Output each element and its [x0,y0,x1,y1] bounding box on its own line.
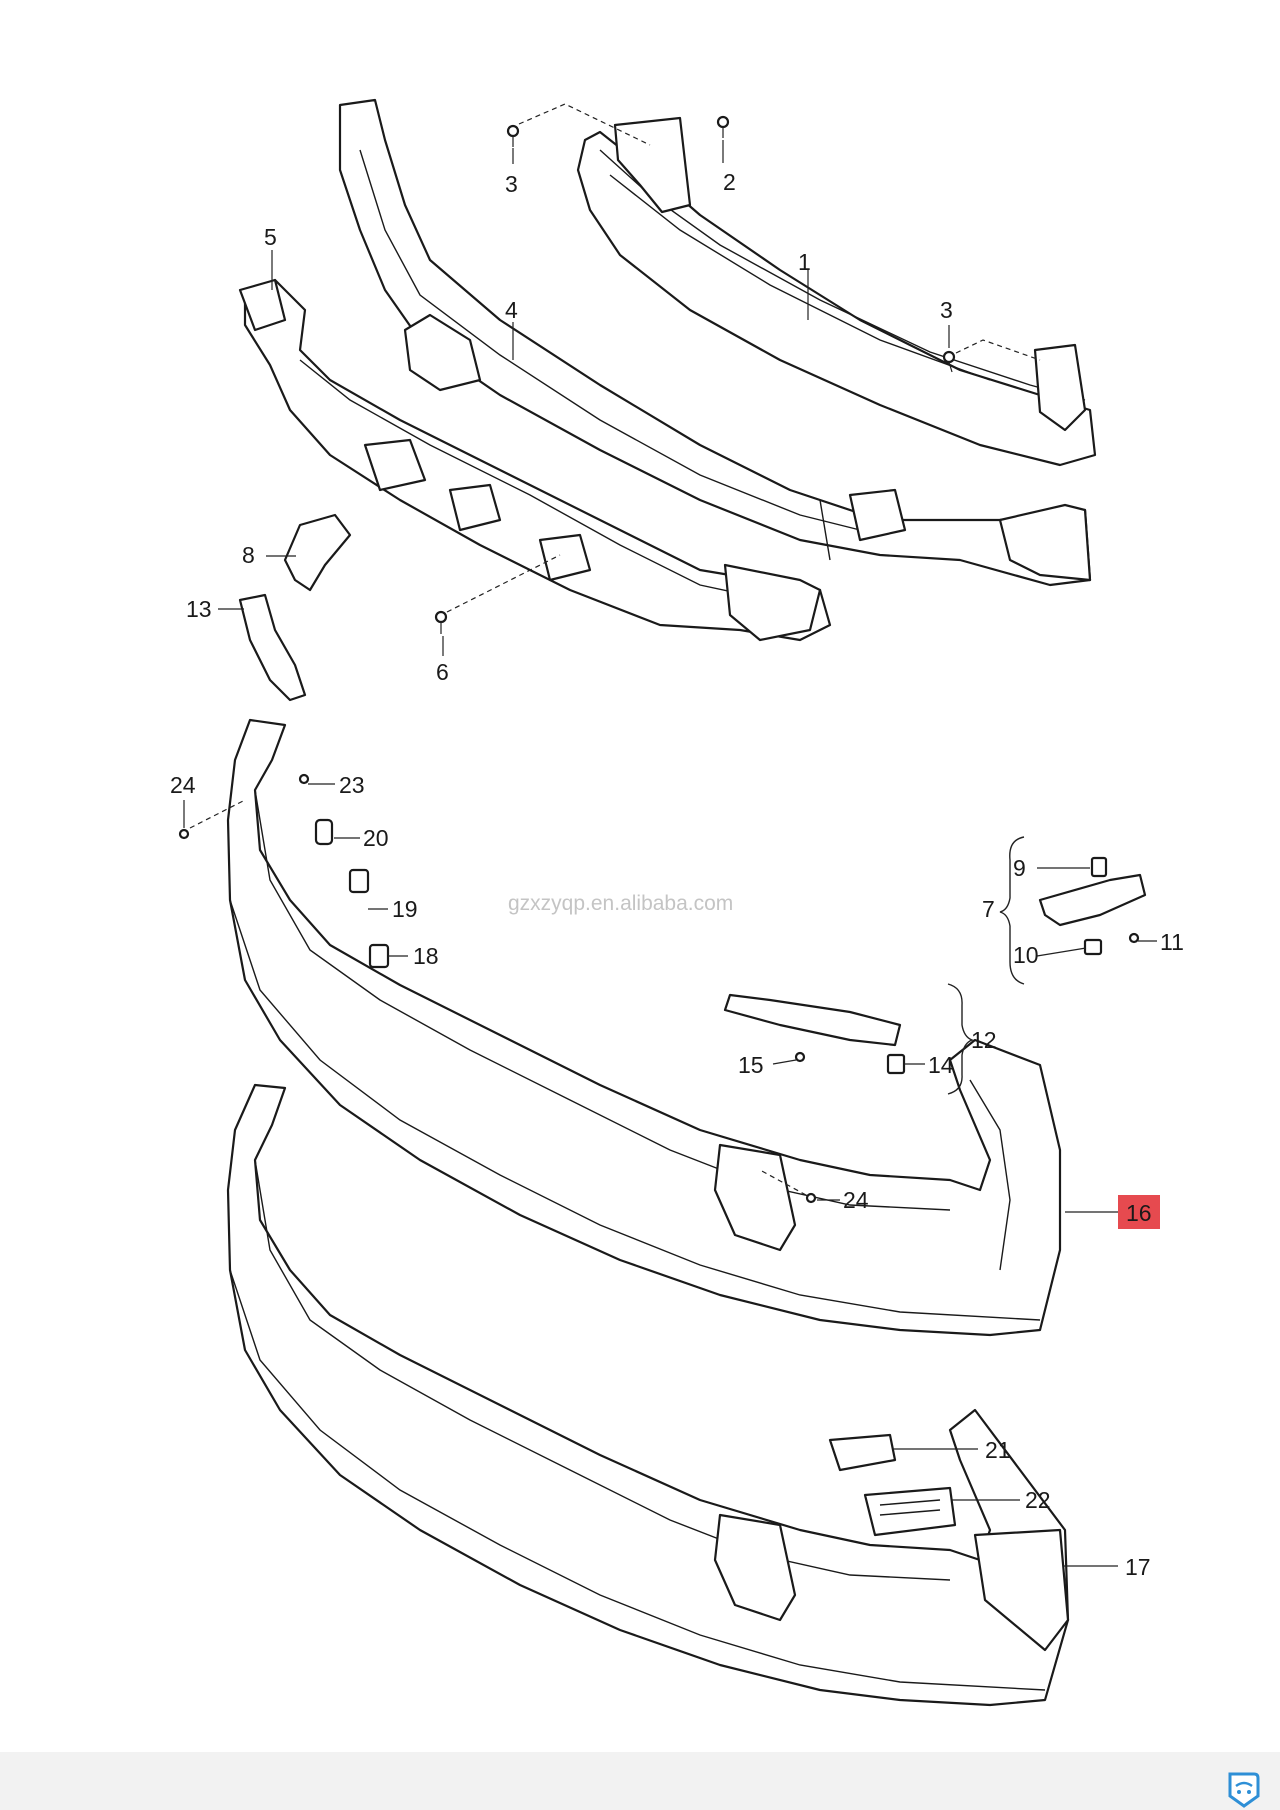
part-22-grille [863,1486,957,1537]
part-10-nut [1083,938,1103,956]
callout-12: 12 [971,1027,997,1053]
part-14-nut [886,1053,906,1075]
callout-13: 13 [186,596,212,622]
callout-10: 10 [1013,942,1039,968]
screw-icon [805,1192,817,1204]
part-1-impact-bar [576,116,1097,467]
callout-1: 1 [798,249,811,275]
callout-16-box [1118,1195,1160,1229]
callout-3a: 3 [505,171,518,197]
callout-19: 19 [392,896,418,922]
screw-icon [298,773,310,785]
callout-20: 20 [363,825,389,851]
part-13-bracket [238,593,307,702]
part-17-bumper-cover [226,1083,1070,1707]
callout-15: 15 [738,1052,764,1078]
part-18-clip [368,943,390,969]
part-19-clip [348,868,370,894]
callout-7: 7 [982,896,995,922]
screw-icon [794,1051,806,1063]
assembly-lines [189,103,1041,1196]
callout-16-highlight: 16 [1118,1195,1160,1229]
screw-icon [942,350,956,373]
callout-21: 21 [985,1437,1011,1463]
screw-icon [434,610,448,634]
callout-5: 5 [264,224,277,250]
part-20-clip [314,818,334,846]
callout-22: 22 [1025,1487,1051,1513]
callout-4: 4 [505,297,518,323]
part-4-energy-absorber [338,98,1092,587]
callout-17: 17 [1125,1554,1151,1580]
screw-icon [506,124,520,147]
part-8-bracket [283,513,352,592]
part-7-bracket [1038,873,1147,927]
part-21-trim [828,1433,897,1472]
part-5-lower-carrier [238,278,832,642]
callout-11: 11 [1160,929,1184,955]
part-9-nut [1090,856,1108,878]
part-16-bumper-fascia [226,718,1062,1337]
callout-3b: 3 [940,297,953,323]
callout-8: 8 [242,542,255,568]
callout-24b: 24 [843,1187,869,1213]
screw-icon [1128,932,1140,944]
screw-icon [178,828,190,840]
part-12-bracket [723,993,902,1047]
callout-2: 2 [723,169,736,195]
callout-9: 9 [1013,855,1026,881]
callout-6: 6 [436,659,449,685]
group-brackets [947,836,1025,1095]
watermark: gzxzyqp.en.alibaba.com [508,892,733,915]
footer-bar [0,1752,1280,1810]
callout-14: 14 [928,1052,954,1078]
screw-icon [716,115,730,138]
callout-18: 18 [413,943,439,969]
leader-lines [183,140,1157,1567]
callout-labels: 1 2 3 3 4 5 6 7 8 9 10 11 12 13 14 15 16… [170,169,1184,1580]
callout-16: 16 [1126,1200,1152,1226]
callout-24a: 24 [170,772,196,798]
callout-23: 23 [339,772,365,798]
app-badge-icon[interactable] [1224,1770,1264,1810]
